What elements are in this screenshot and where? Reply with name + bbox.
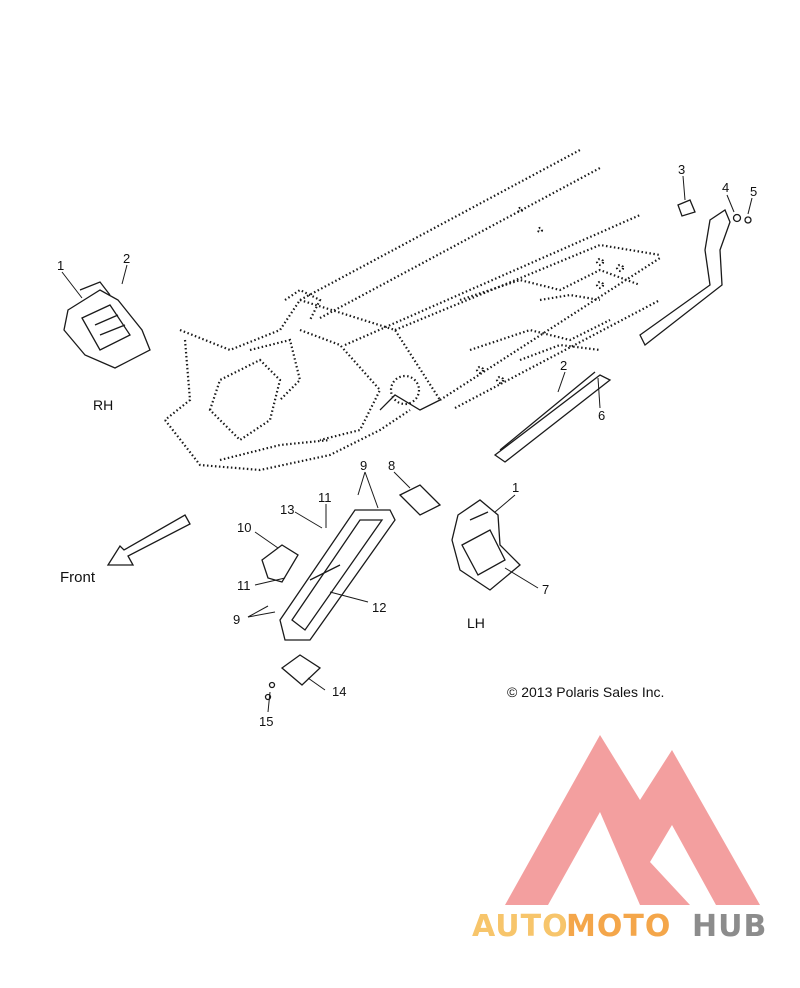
bracket-8 (398, 484, 442, 516)
chassis-frame (164, 149, 661, 472)
bracket-14 (264, 654, 322, 701)
callout-6: 6 (598, 408, 605, 423)
rh-label: RH (93, 397, 113, 413)
callout-13: 13 (280, 502, 294, 517)
callout-1-lh: 1 (512, 480, 519, 495)
callout-11-top: 11 (318, 490, 332, 505)
watermark-text-auto: AUTO (472, 909, 569, 944)
callout-11-bottom: 11 (237, 578, 251, 593)
rear-rod (639, 199, 752, 347)
callout-2-board: 2 (560, 358, 567, 373)
rh-footrest (63, 281, 151, 369)
watermark-triangle-icon (505, 735, 760, 905)
callout-9-bottom: 9 (233, 612, 240, 627)
callout-8: 8 (388, 458, 395, 473)
callout-7: 7 (542, 582, 549, 597)
leader-lines (61, 175, 753, 713)
bracket-10 (261, 544, 299, 583)
running-board (493, 371, 612, 463)
callout-3: 3 (678, 162, 685, 177)
callout-10: 10 (237, 520, 251, 535)
front-arrow-icon (106, 514, 191, 566)
front-label: Front (60, 569, 96, 586)
copyright-text: © 2013 Polaris Sales Inc. (507, 684, 664, 700)
callout-12: 12 (372, 600, 386, 615)
watermark-text-moto: MOTO (566, 909, 671, 944)
watermark-text-hub: HUB (692, 909, 767, 944)
callout-5: 5 (750, 184, 757, 199)
callout-14: 14 (332, 684, 346, 699)
lh-footrest (451, 499, 521, 591)
callout-15: 15 (259, 714, 273, 729)
callout-2-rh: 2 (123, 251, 130, 266)
watermark-logo: AUTO MOTO HUB (472, 735, 767, 944)
center-plate (279, 509, 396, 641)
callout-1-rh: 1 (57, 258, 64, 273)
callout-4: 4 (722, 180, 729, 195)
lh-label: LH (467, 615, 485, 631)
callout-9-top: 9 (360, 458, 367, 473)
